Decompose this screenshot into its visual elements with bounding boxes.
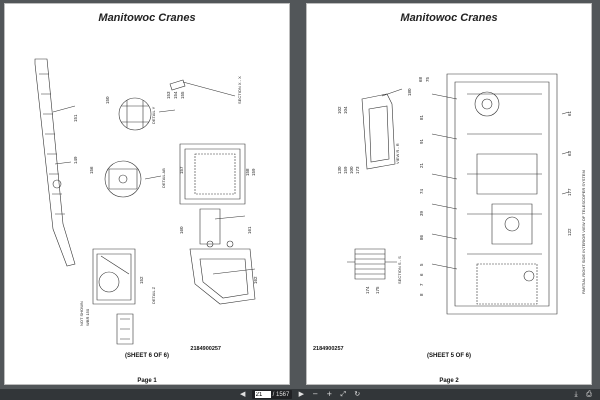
svg-text:7: 7 [419,283,424,286]
svg-text:DETAIL Y: DETAIL Y [151,106,156,124]
svg-text:6: 6 [419,273,424,276]
page-total: / 1567 [272,391,290,398]
fit-page-icon[interactable]: ⤢ [340,390,347,398]
svg-text:75: 75 [425,76,430,82]
svg-text:177: 177 [567,188,572,196]
svg-text:161: 161 [247,226,252,234]
svg-text:160: 160 [179,226,184,234]
svg-text:21: 21 [419,162,424,168]
svg-text:5: 5 [419,263,424,266]
page-2-part-number: 2184900257 [313,346,344,352]
svg-text:NOT SHOWN: NOT SHOWN [79,301,84,326]
svg-text:SECTION S - S: SECTION S - S [397,256,402,284]
svg-text:86: 86 [419,234,424,240]
page-number-input[interactable] [254,391,271,398]
page-2: 68 75 180 102 104 VIEW R - R 81 91 21 74… [306,3,592,385]
svg-text:153: 153 [166,91,171,99]
page-2-sheet-label: (SHEET 5 OF 6) [426,353,471,359]
svg-text:63: 63 [567,150,572,156]
svg-text:159: 159 [343,166,348,174]
svg-text:91: 91 [419,138,424,144]
page-1-sheet-label: (SHEET 6 OF 6) [124,353,169,359]
toolbar-right-tools: ⤓ ⎙ [571,390,594,399]
svg-text:WBR 150: WBR 150 [85,308,90,326]
svg-text:61: 61 [567,110,572,116]
svg-text:74: 74 [419,188,424,194]
svg-text:173: 173 [355,166,360,174]
svg-text:100: 100 [349,166,354,174]
download-icon[interactable]: ⤓ [574,390,578,398]
svg-text:150: 150 [105,96,110,104]
svg-text:DETAIL Z: DETAIL Z [151,286,156,304]
svg-text:68: 68 [418,76,423,82]
svg-text:175: 175 [375,286,380,294]
page-navigator: / 1567 [251,390,293,399]
svg-text:104: 104 [343,106,348,114]
svg-text:180: 180 [407,88,412,96]
page-2-header: Manitowoc Cranes [400,12,498,24]
page-1-part-number: 2184900257 [190,346,221,352]
svg-text:156: 156 [89,166,94,174]
next-page-icon[interactable]: ▶ [298,390,305,398]
svg-text:151: 151 [73,114,78,122]
svg-text:149: 149 [73,156,78,164]
page-1-page-label: Page 1 [137,378,157,384]
svg-text:102: 102 [337,106,342,114]
svg-text:157: 157 [179,166,184,174]
page-1-header: Manitowoc Cranes [98,12,196,24]
svg-text:DETAIL AB: DETAIL AB [161,168,166,188]
svg-text:152: 152 [139,276,144,284]
svg-text:SECTION X - X: SECTION X - X [237,76,242,104]
svg-text:122: 122 [567,228,572,236]
previous-page-icon[interactable]: ◀ [239,390,246,398]
zoom-out-icon[interactable]: − [312,390,319,398]
svg-text:81: 81 [419,114,424,120]
rotate-icon[interactable]: ↻ [354,390,361,398]
svg-text:174: 174 [365,286,370,294]
svg-text:8: 8 [419,293,424,296]
page-2-page-label: Page 2 [439,378,459,384]
svg-text:158: 158 [245,168,250,176]
svg-text:154: 154 [173,91,178,99]
svg-text:PARTIAL RIGHT SIDE INTERIOR VI: PARTIAL RIGHT SIDE INTERIOR VIEW OF TELE… [581,170,586,294]
svg-text:39: 39 [419,210,424,216]
page-2-drawing: 68 75 180 102 104 VIEW R - R 81 91 21 74… [337,73,586,315]
svg-text:130: 130 [337,166,342,174]
zoom-in-icon[interactable]: + [326,390,333,398]
svg-text:155: 155 [180,91,185,99]
svg-text:162: 162 [253,276,258,284]
pdf-toolbar: ◀ / 1567 ▶ − + ⤢ ↻ ⤓ ⎙ [0,389,600,400]
svg-text:VIEW R - R: VIEW R - R [395,143,400,164]
svg-text:159: 159 [251,168,256,176]
page-1: 153 154 155 SECTION X - X 150 DETAIL Y 1… [4,3,290,385]
print-icon[interactable]: ⎙ [586,390,592,398]
page-1-drawing: 153 154 155 SECTION X - X 150 DETAIL Y 1… [34,58,258,345]
